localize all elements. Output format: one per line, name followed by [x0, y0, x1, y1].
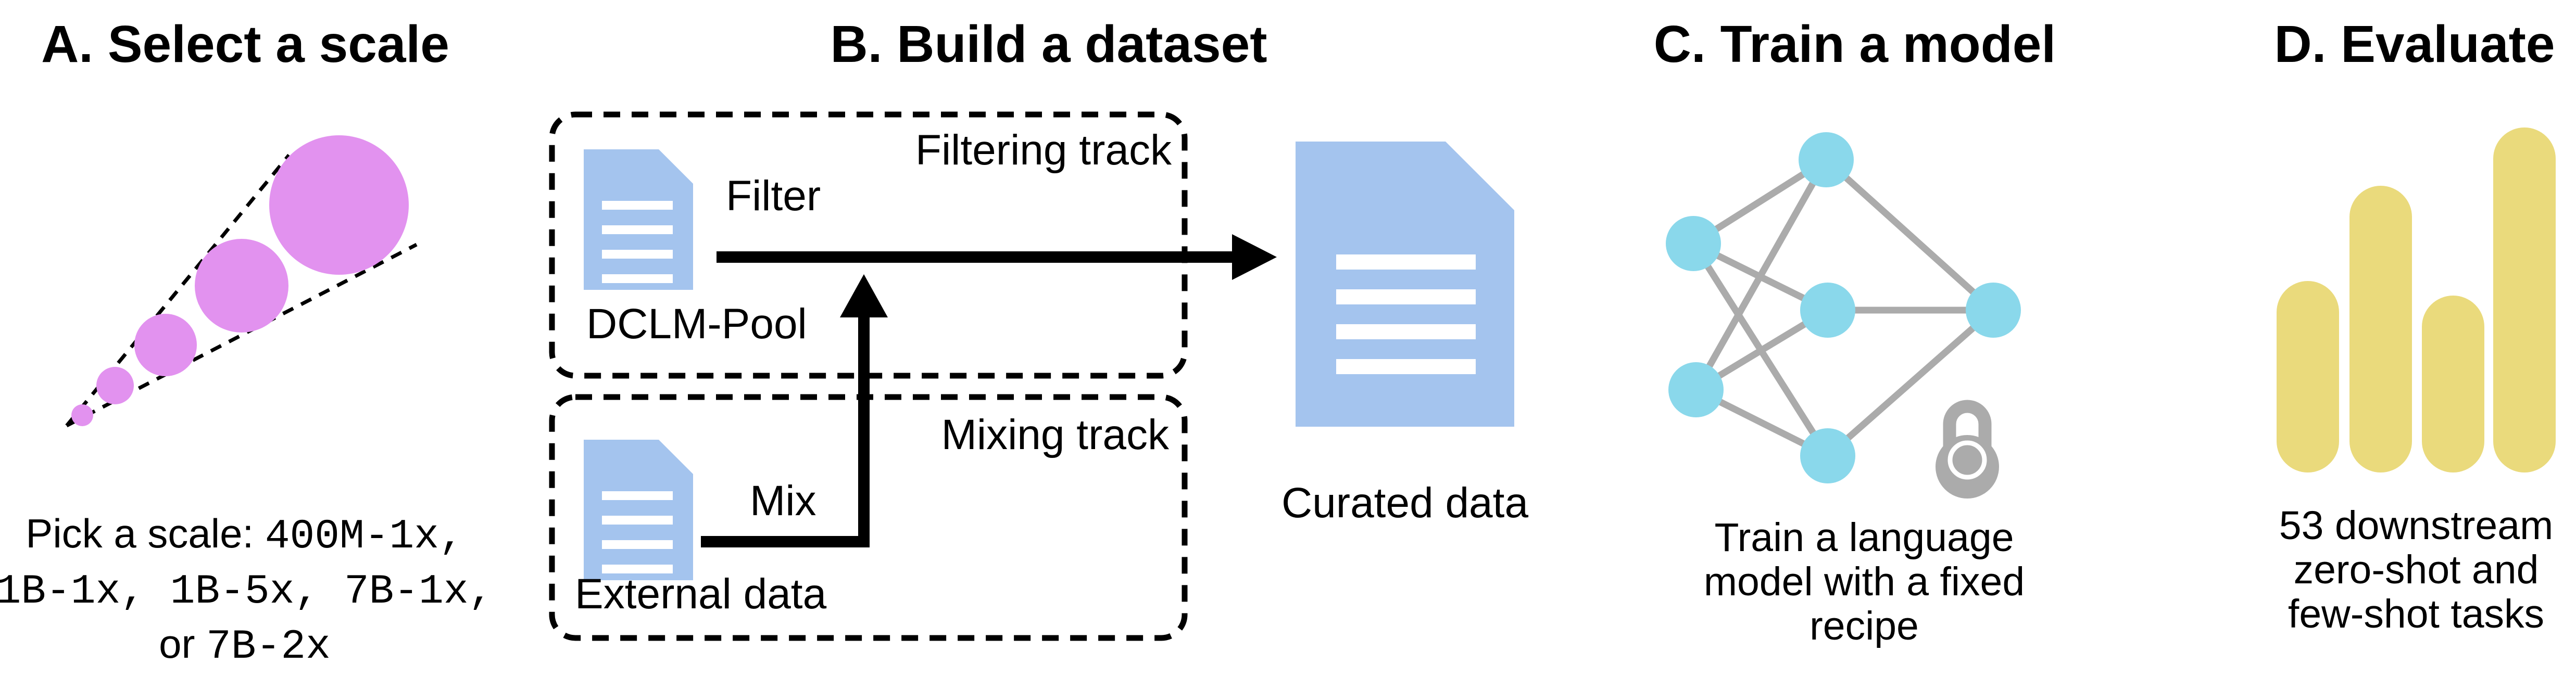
document-body: [584, 149, 693, 290]
document-text-line: [1336, 289, 1476, 304]
external-data-label: External data: [575, 570, 827, 618]
panel-a-caption: Pick a scale: 400M-1x, 1B-1x, 1B-5x, 7B-…: [0, 507, 493, 673]
scale-circle-smallest: [71, 404, 93, 426]
caption-line: model with a fixed: [1703, 559, 2025, 604]
document-text-line: [1336, 359, 1476, 374]
network-edge: [1825, 308, 1996, 458]
eval-bar-2: [2349, 186, 2412, 472]
network-node: [1966, 283, 2021, 338]
bar-chart-icon: [2277, 127, 2556, 472]
filtering-track-label: Filtering track: [915, 126, 1172, 174]
cone-upper-dashed-line: [65, 154, 291, 427]
caption-line: Train a language: [1714, 515, 2014, 560]
document-text-line: [602, 540, 673, 549]
mixing-arrow: [701, 274, 888, 547]
panel-c-caption: Train a language model with a fixed reci…: [1704, 516, 2025, 648]
document-text-line: [602, 274, 673, 283]
dclm-pool-label: DCLM-Pool: [586, 300, 807, 348]
filtering-arrow: [717, 234, 1277, 280]
lock-shackle: [1943, 400, 1992, 472]
caption-line: 53 downstream: [2279, 503, 2554, 548]
scale-cone-icon: [65, 135, 418, 428]
eval-bar-4: [2493, 127, 2556, 472]
document-text-line: [602, 565, 673, 573]
document-icon-external-data: [584, 440, 693, 580]
lock-icon: [1936, 400, 1999, 499]
mixing-track-label: Mixing track: [941, 411, 1169, 458]
arrow-head: [840, 274, 888, 317]
lock-keyhole-ring: [1947, 440, 1987, 480]
curated-data-label: Curated data: [1281, 479, 1529, 527]
document-text-line: [602, 516, 673, 525]
caption-mono-text: 7B-2x: [206, 623, 331, 670]
mix-label: Mix: [750, 477, 816, 525]
caption-line: 1B-1x, 1B-5x, 7B-1x,: [0, 563, 493, 618]
document-icon-dclm-pool: [584, 149, 693, 290]
panel-d-title: D. Evaluate: [2274, 15, 2555, 73]
document-body: [1296, 142, 1514, 427]
document-text-line: [602, 491, 673, 500]
caption-line: few-shot tasks: [2288, 592, 2545, 636]
caption-line: Pick a scale: 400M-1x,: [0, 507, 493, 563]
document-fold-corner: [655, 155, 689, 189]
scale-circle-large: [195, 239, 288, 333]
caption-sans-text: Pick a scale:: [26, 510, 265, 556]
network-edge: [1824, 157, 1996, 313]
network-nodes: [1666, 132, 2021, 483]
scale-circle-medium: [134, 314, 197, 376]
caption-line: zero-shot and: [2293, 547, 2539, 592]
caption-line: recipe: [1810, 604, 1919, 648]
document-text-line: [602, 201, 673, 210]
document-text-line: [1336, 254, 1476, 270]
document-text-line: [602, 225, 673, 234]
filter-label: Filter: [726, 172, 821, 220]
document-fold-corner: [1439, 150, 1508, 219]
panel-b-title: B. Build a dataset: [830, 15, 1267, 73]
arrow-head: [1232, 234, 1277, 280]
neural-network-icon: [1666, 132, 2021, 483]
caption-mono-text: 1B-1x, 1B-5x, 7B-1x,: [0, 568, 494, 615]
document-fold-corner: [655, 445, 689, 479]
caption-sans-text: or: [159, 621, 207, 667]
panel-d-caption: 53 downstream zero-shot and few-shot tas…: [2279, 504, 2553, 636]
arrow-shaft: [701, 315, 870, 547]
document-icon-curated-data: [1296, 142, 1514, 427]
document-body: [584, 440, 693, 580]
network-node: [1666, 216, 1721, 271]
document-text-line: [602, 250, 673, 259]
document-text-line: [1336, 324, 1476, 339]
network-node: [1799, 132, 1854, 187]
network-node: [1800, 283, 1855, 338]
panel-a-title: A. Select a scale: [41, 15, 449, 73]
scale-circle-largest: [269, 135, 409, 275]
eval-bar-1: [2277, 281, 2339, 472]
network-node: [1668, 362, 1724, 417]
scale-circle-small: [96, 367, 134, 404]
eval-bar-3: [2422, 296, 2484, 472]
panel-c-title: C. Train a model: [1653, 15, 2056, 73]
caption-mono-text: 400M-1x,: [265, 513, 464, 560]
caption-line: or 7B-2x: [0, 618, 493, 673]
network-node: [1800, 428, 1855, 483]
